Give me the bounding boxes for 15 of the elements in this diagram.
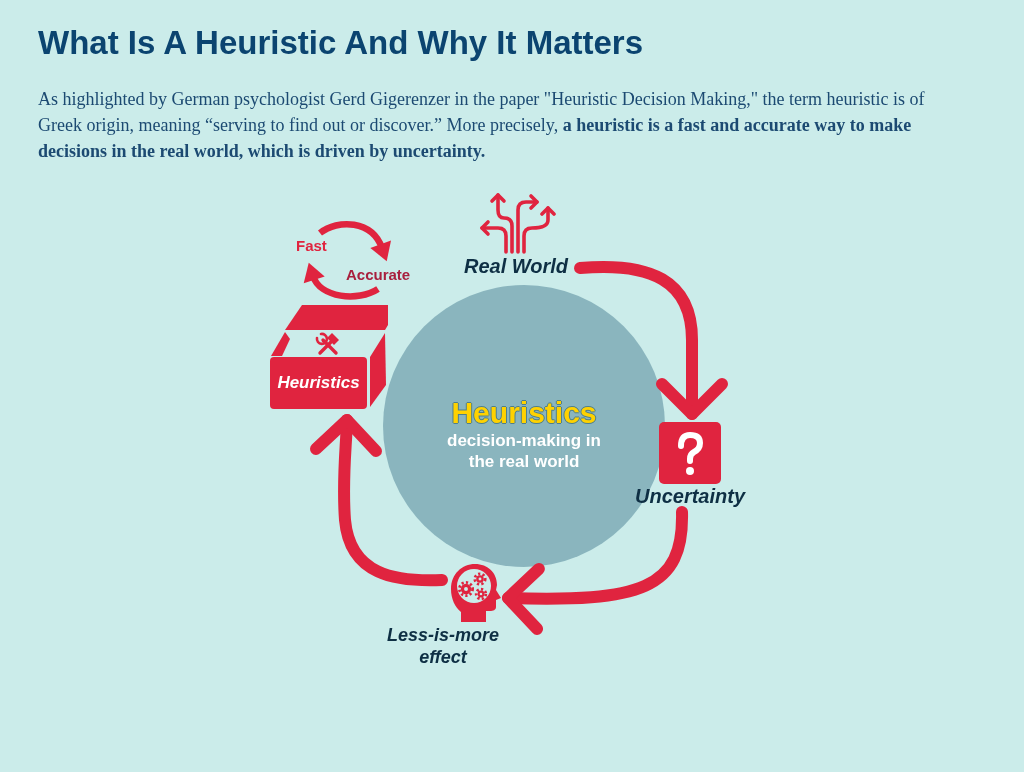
step-label: Real World [463, 254, 569, 278]
step-label: Less-is-more effect [385, 624, 500, 668]
curved-arrow [309, 414, 448, 587]
cycle-label: Fast [296, 237, 327, 255]
curved-arrow [574, 261, 728, 420]
step-label: Uncertainty [635, 484, 745, 508]
curved-arrow [304, 263, 380, 300]
circle-title: Heuristics [451, 396, 597, 430]
curved-arrow [502, 506, 688, 635]
box-label: Heuristics [277, 373, 360, 393]
intro-paragraph: As highlighted by German psychologist Gerd Gigerenzer in the paper "Heuristic Decision Making," the term heuristic is of Greek origin, meaning “serving to find out or discover.” More precisely, a heuristic is a fast and accurate way to make decisions in the real world, which is driven by uncertainty. [38, 88, 926, 163]
circle-subtitle: decision-making in the real world [446, 430, 602, 472]
page-title: What Is A Heuristic And Why It Matters [38, 23, 644, 63]
curved-arrow [318, 220, 391, 261]
cycle-label: Accurate [346, 266, 411, 284]
